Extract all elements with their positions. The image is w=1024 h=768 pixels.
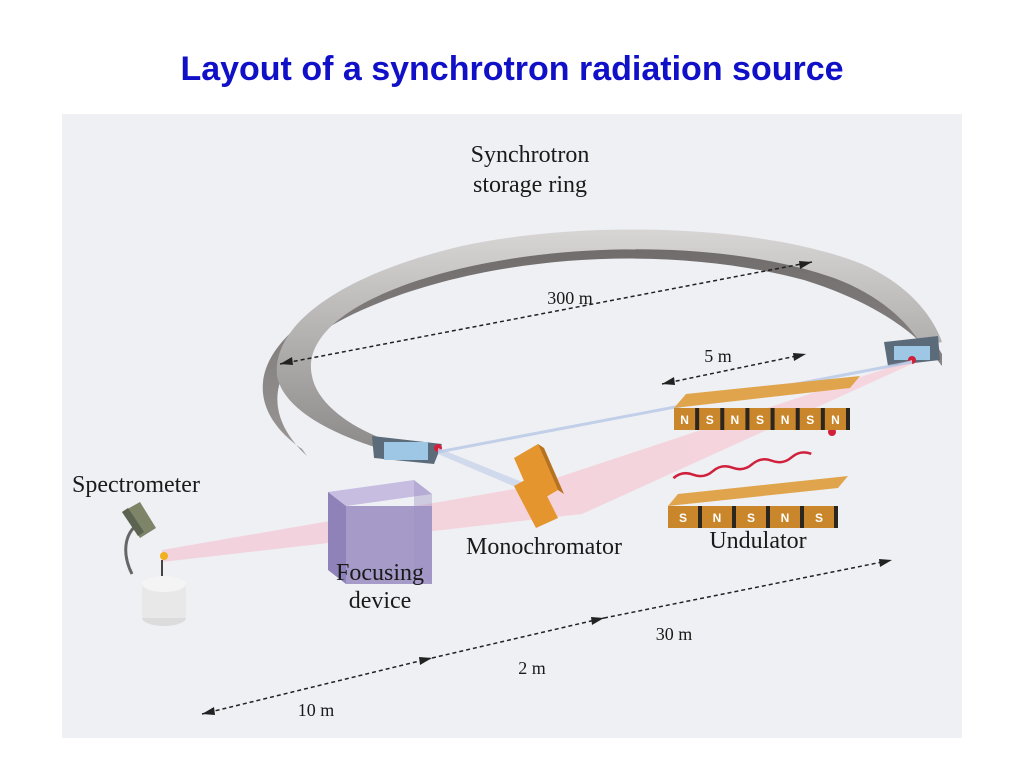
magnet-pole-label: N: [831, 413, 840, 427]
magnet-pole-label: N: [680, 413, 689, 427]
magnet-separator: [834, 506, 838, 528]
distance-10m-label: 10 m: [298, 700, 335, 720]
ring-label-line1: Synchrotron: [471, 142, 590, 168]
magnet-separator: [695, 408, 700, 430]
slide-title: Layout of a synchrotron radiation source: [180, 50, 844, 88]
magnet-separator: [745, 408, 750, 430]
magnet-pole-label: N: [781, 511, 790, 525]
synchrotron-diagram: N S N S N S N S N S N S: [62, 114, 962, 738]
magnet-separator: [732, 506, 736, 528]
ring-label-line2: storage ring: [473, 172, 587, 198]
magnet-pole-label: S: [706, 413, 714, 427]
magnet-separator: [820, 408, 825, 430]
dimension-arrowheads: [202, 261, 892, 715]
ring-diameter-label: 300 m: [547, 288, 593, 308]
magnet-separator: [846, 408, 850, 430]
focusing-device: [328, 480, 432, 584]
magnet-pole-label: N: [713, 511, 722, 525]
magnet-pole-label: S: [679, 511, 687, 525]
electron-trajectory: [672, 451, 812, 480]
magnet-pole-label: N: [731, 413, 740, 427]
monochromator-label: Monochromator: [466, 534, 622, 560]
magnet-pole-label: S: [815, 511, 823, 525]
focusing-label-line2: device: [349, 588, 412, 614]
undulator-label: Undulator: [709, 528, 806, 554]
magnet-pole-label: S: [756, 413, 764, 427]
distance-2m-label: 2 m: [518, 658, 546, 678]
magnet-separator: [698, 506, 702, 528]
magnet-separator: [795, 408, 800, 430]
spectrometer-label: Spectrometer: [72, 472, 200, 498]
magnet-separator: [800, 506, 804, 528]
magnet-separator: [720, 408, 725, 430]
distance-30m-label: 30 m: [656, 624, 693, 644]
magnet-separator: [766, 506, 770, 528]
magnet-pole-label: N: [781, 413, 790, 427]
monochromator: [514, 444, 564, 528]
magnet-pole-label: S: [806, 413, 814, 427]
magnet-pole-label: S: [747, 511, 755, 525]
dimension-arrows: [201, 261, 893, 715]
diagram-canvas: N S N S N S N S N S N S: [72, 142, 943, 720]
spectrometer: [122, 502, 186, 626]
magnet-separator: [770, 408, 775, 430]
focusing-label-line1: Focusing: [336, 560, 424, 586]
undulator-length-label: 5 m: [704, 346, 732, 366]
